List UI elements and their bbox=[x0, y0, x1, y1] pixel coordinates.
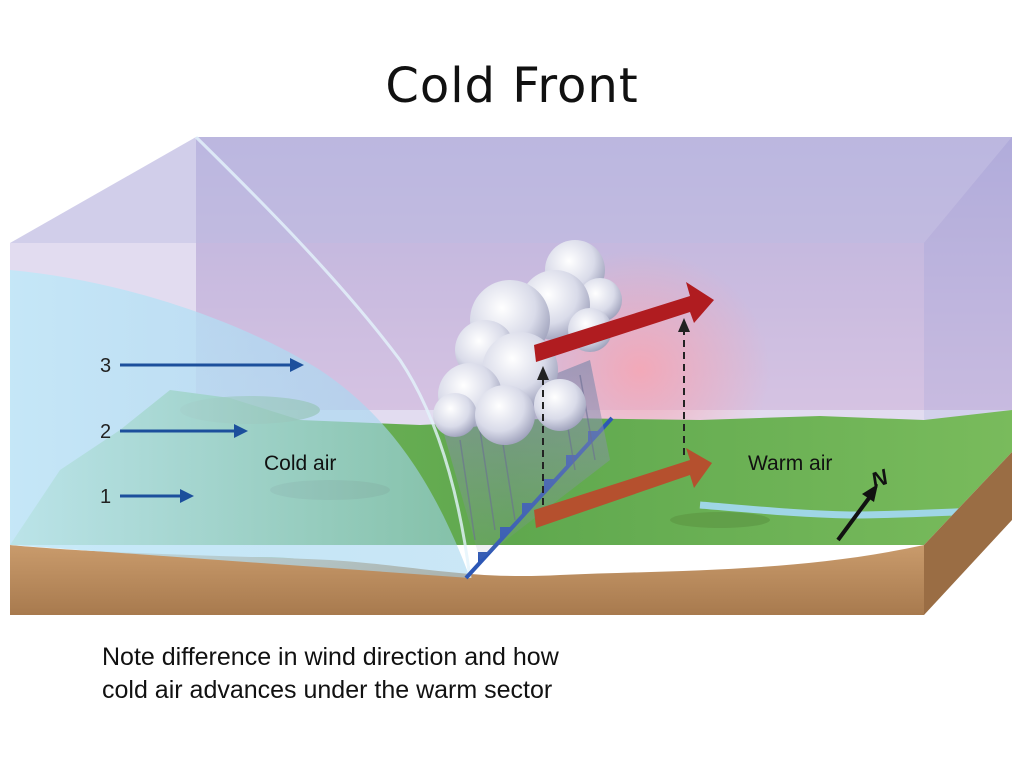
wind-level-label: 1 bbox=[100, 486, 111, 508]
cold-air-label: Cold air bbox=[264, 452, 336, 475]
wind-level-label: 3 bbox=[100, 355, 111, 377]
cumulonimbus-cloud bbox=[433, 240, 622, 445]
uplift-arrowhead-left bbox=[537, 366, 549, 380]
caption-line-2: cold air advances under the warm sector bbox=[102, 676, 553, 704]
warm-air-label: Warm air bbox=[748, 452, 832, 475]
warm-air-lower-arrow bbox=[534, 448, 712, 528]
river bbox=[699, 501, 1001, 519]
field-patch bbox=[670, 512, 770, 528]
cold-air-mass bbox=[10, 270, 470, 578]
caption: Note difference in wind direction and ho… bbox=[102, 641, 722, 707]
soil-front-face bbox=[10, 545, 924, 615]
wind-level-label: 2 bbox=[100, 421, 111, 443]
warm-air-upper-arrow bbox=[534, 282, 714, 362]
uplift-arrowhead-right bbox=[678, 318, 690, 332]
cold-front-boundary bbox=[194, 135, 472, 579]
cold-wind-arrows bbox=[120, 358, 304, 503]
soil-right-face bbox=[924, 452, 1012, 615]
slide-title: Cold Front bbox=[385, 58, 639, 114]
caption-line-1: Note difference in wind direction and ho… bbox=[102, 643, 559, 671]
box-top-face bbox=[10, 137, 1012, 243]
